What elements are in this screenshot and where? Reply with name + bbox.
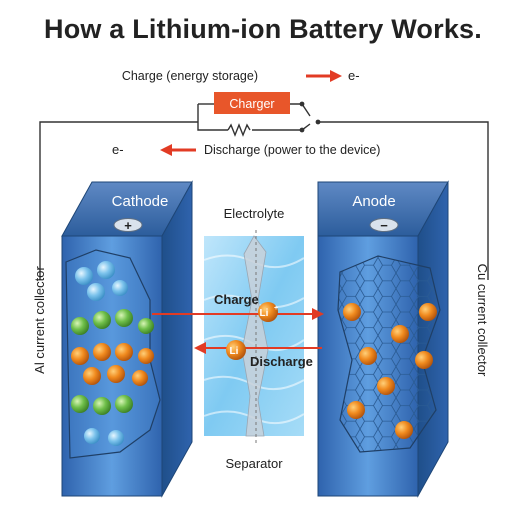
anode-label: Anode: [352, 193, 395, 210]
cathode-terminal-icon: [113, 218, 143, 232]
cathode-label: Cathode: [112, 193, 169, 210]
charger-box: [214, 92, 290, 114]
cathode-crystal-icon: [65, 249, 161, 459]
electrolyte-label: Electrolyte: [224, 206, 285, 221]
cathode-atoms: [71, 261, 154, 446]
diagram-title: How a Lithium-ion Battery Works.: [44, 14, 482, 44]
li-ion-charge-icon: [258, 302, 278, 322]
anode-terminal-icon: [369, 218, 399, 232]
charger-label: Charger: [229, 97, 274, 111]
ion-charge-label: Charge: [214, 292, 259, 307]
switch-pivot: [315, 119, 321, 125]
charge-flow-label: Charge (energy storage): [122, 69, 258, 83]
discharge-electron-label: e-: [112, 142, 124, 157]
separator-label: Separator: [225, 456, 283, 471]
switch-contact-bottom: [299, 127, 305, 133]
discharge-arrow-icon: [160, 144, 196, 156]
anode-graphite-icon: [337, 255, 441, 453]
li-ion-charge-sup: +: [274, 305, 278, 312]
ion-charge-arrow-icon: [152, 308, 324, 320]
wire-charger-right: [290, 103, 311, 117]
li-ion-discharge-text: Li: [230, 346, 239, 357]
wire-resistor-left: [197, 104, 228, 131]
li-ion-charge-text: Li: [260, 308, 269, 319]
discharge-flow-label: Discharge (power to the device): [204, 143, 380, 157]
ion-discharge-label: Discharge: [250, 354, 313, 369]
charge-arrow-icon: [306, 70, 342, 82]
separator-icon: [241, 235, 269, 437]
cu-collector-label: Cu current collector: [475, 264, 490, 377]
resistor-icon: [227, 123, 251, 137]
wire-left: [39, 121, 198, 280]
anode-ions: [343, 303, 437, 439]
cathode-terminal-sign: +: [124, 218, 132, 233]
switch-contact-top: [299, 101, 305, 107]
li-ion-discharge-icon: [226, 340, 246, 360]
charge-electron-label: e-: [348, 68, 360, 83]
ion-discharge-arrow-icon: [194, 342, 322, 354]
wire-right: [318, 121, 489, 280]
anode-terminal-sign: −: [380, 218, 388, 233]
al-collector-label: Al current collector: [32, 266, 47, 374]
